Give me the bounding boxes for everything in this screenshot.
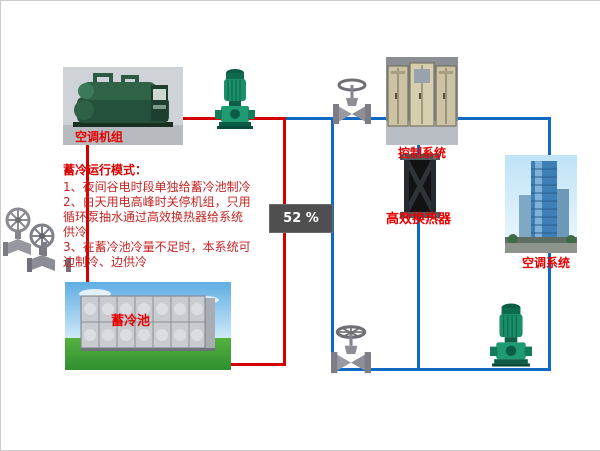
note-line: 供冷 bbox=[63, 225, 88, 239]
chiller-image bbox=[63, 67, 183, 145]
flow-percent-badge: 52 % bbox=[269, 204, 333, 233]
storage-tank-image bbox=[65, 282, 231, 370]
pipe-red-right bbox=[283, 117, 286, 366]
heat-exchanger-label: 高效换热器 bbox=[386, 212, 452, 227]
note-line: 2、白天用电高峰时关停机组，只用 bbox=[63, 195, 251, 209]
operation-mode-notes: 蓄冷运行模式： 1、夜间谷电时段单独给蓄冷池制冷 2、白天用电高峰时关停机组，只… bbox=[63, 163, 295, 270]
storage-tank-label: 蓄冷池 bbox=[111, 314, 151, 329]
pipe-blue-heat-exchanger-branch bbox=[417, 117, 420, 371]
heat-exchanger-icon bbox=[398, 154, 442, 218]
pipe-red-left bbox=[86, 117, 89, 366]
note-line: 1、夜间谷电时段单独给蓄冷池制冷 bbox=[63, 180, 251, 194]
pipe-blue-bottom bbox=[331, 368, 551, 371]
valve-left-front-icon bbox=[27, 223, 71, 273]
chiller-label: 空调机组 bbox=[75, 130, 124, 144]
circulation-pump-top-icon bbox=[215, 67, 255, 129]
circulation-pump-bottom-icon bbox=[490, 301, 532, 367]
note-line: 边制冷、边供冷 bbox=[63, 255, 148, 269]
ac-system-label: 空调系统 bbox=[522, 256, 571, 270]
control-system-label: 控制系统 bbox=[398, 146, 447, 160]
note-line: 循环泵抽水通过高效换热器给系统 bbox=[63, 210, 244, 224]
pipe-blue-left bbox=[331, 117, 334, 371]
note-line: 3、在蓄冷池冷量不足时，本系统可 bbox=[63, 240, 251, 254]
ac-system-building-image bbox=[505, 155, 577, 253]
gate-valve-top-icon bbox=[333, 77, 371, 129]
operation-mode-title: 蓄冷运行模式： bbox=[63, 163, 148, 177]
gate-valve-bottom-icon bbox=[331, 319, 371, 383]
pipe-red-top bbox=[86, 117, 286, 120]
control-system-image bbox=[386, 57, 458, 145]
